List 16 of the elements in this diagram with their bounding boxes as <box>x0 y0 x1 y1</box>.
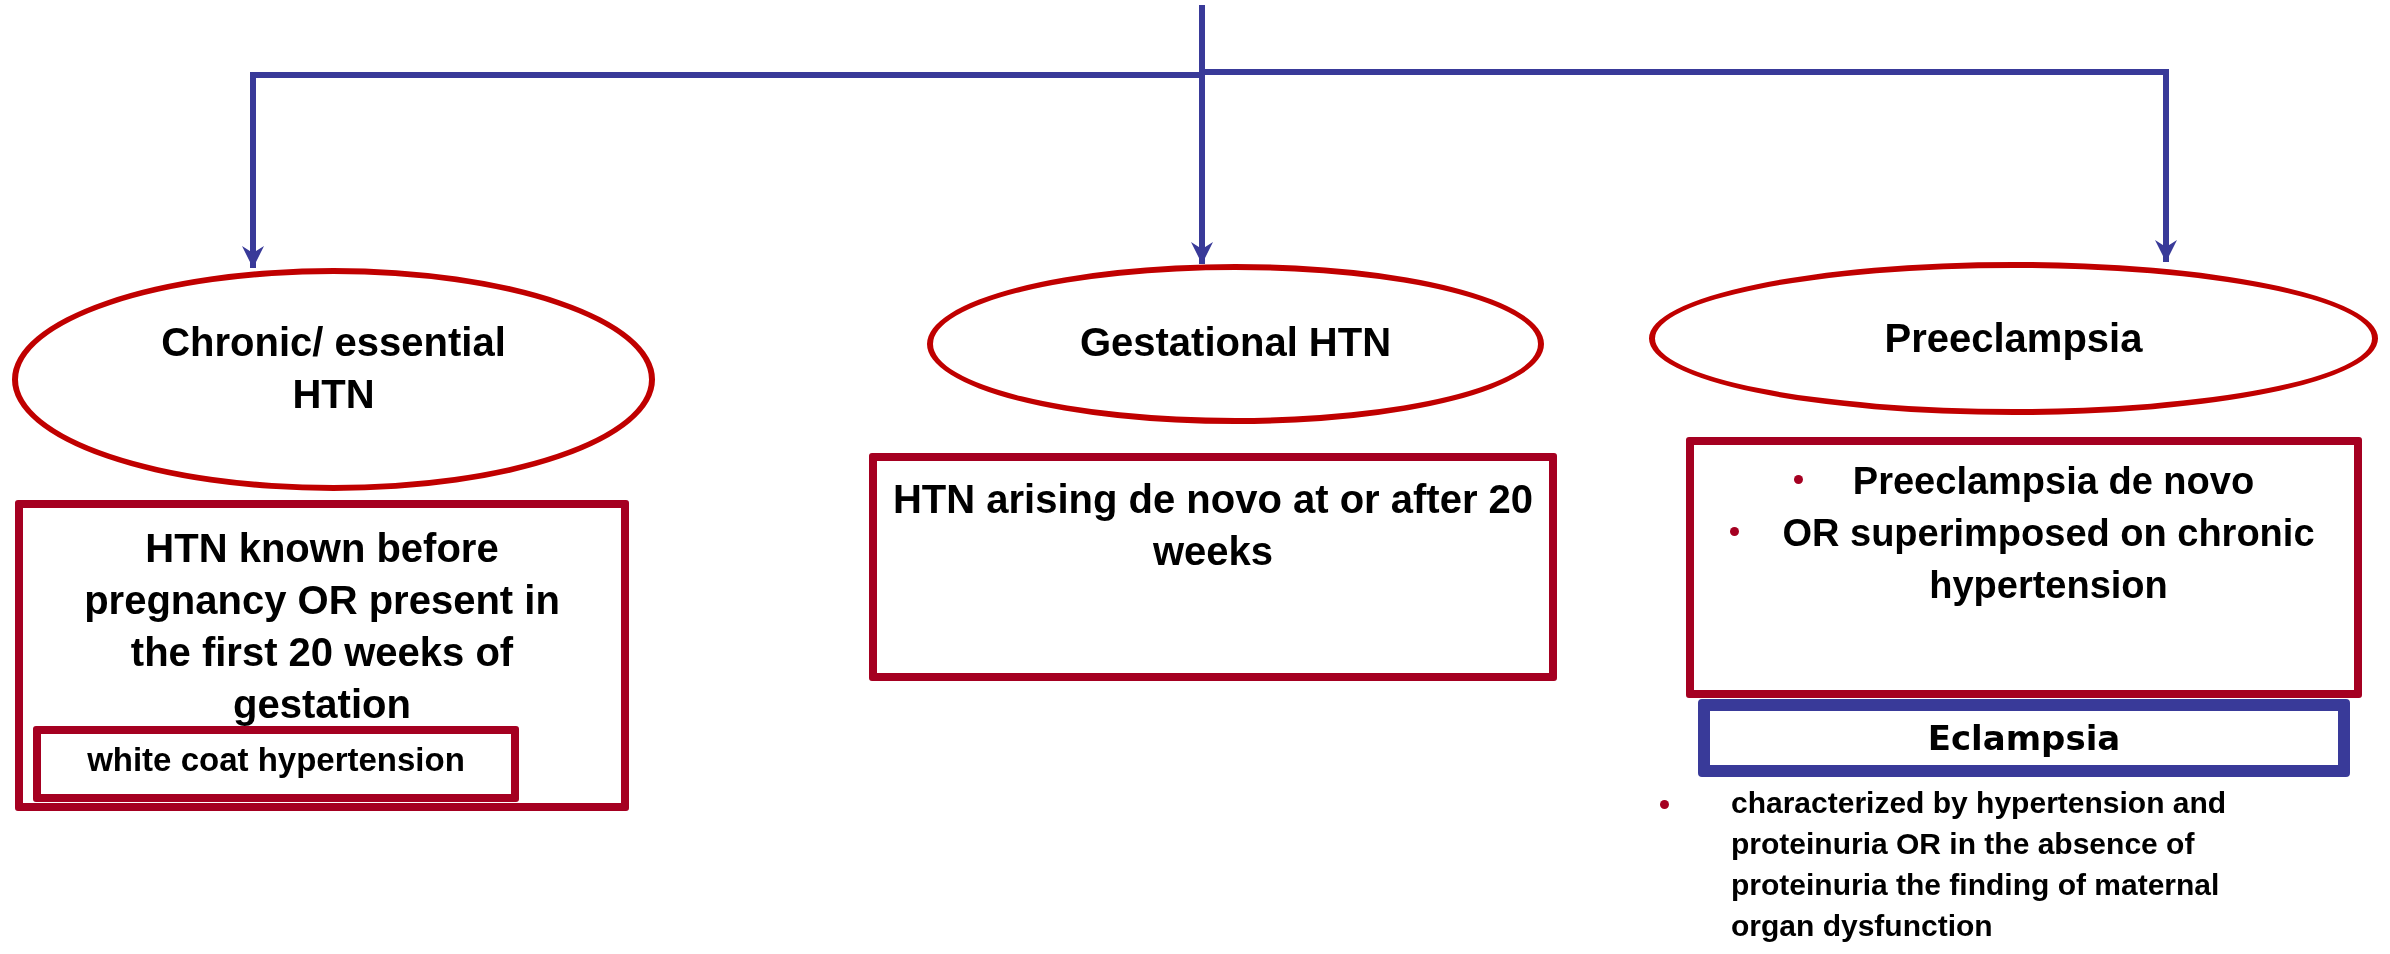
definition-text: HTN known before pregnancy OR present in the first 20 weeks of gestation <box>83 525 561 728</box>
category-title: Gestational HTN <box>1079 319 1392 366</box>
definition-box <box>15 500 629 811</box>
subtype-box <box>1698 699 2350 777</box>
definition-text: HTN arising de novo at or after 20 weeks <box>891 476 1535 575</box>
description-text: characterized by hypertension and proteinuria OR in the absence of proteinuria the finding of maternal organ dysfunction <box>1731 785 2228 944</box>
definition-text: Eclampsia <box>1927 718 2121 758</box>
bullet-text: Preeclampsia de novo <box>1852 459 2255 504</box>
definition-text: white coat hypertension <box>87 740 465 780</box>
definition-box <box>1686 437 2362 698</box>
arrow <box>1199 5 2177 262</box>
category-title: Preeclampsia <box>1884 315 2143 362</box>
category-title: Chronic/ essential HTN <box>160 319 507 418</box>
definition-box <box>869 453 1557 681</box>
bullet-text: OR superimposed on chronic hypertension <box>1781 511 2316 608</box>
definition-box <box>33 726 519 802</box>
